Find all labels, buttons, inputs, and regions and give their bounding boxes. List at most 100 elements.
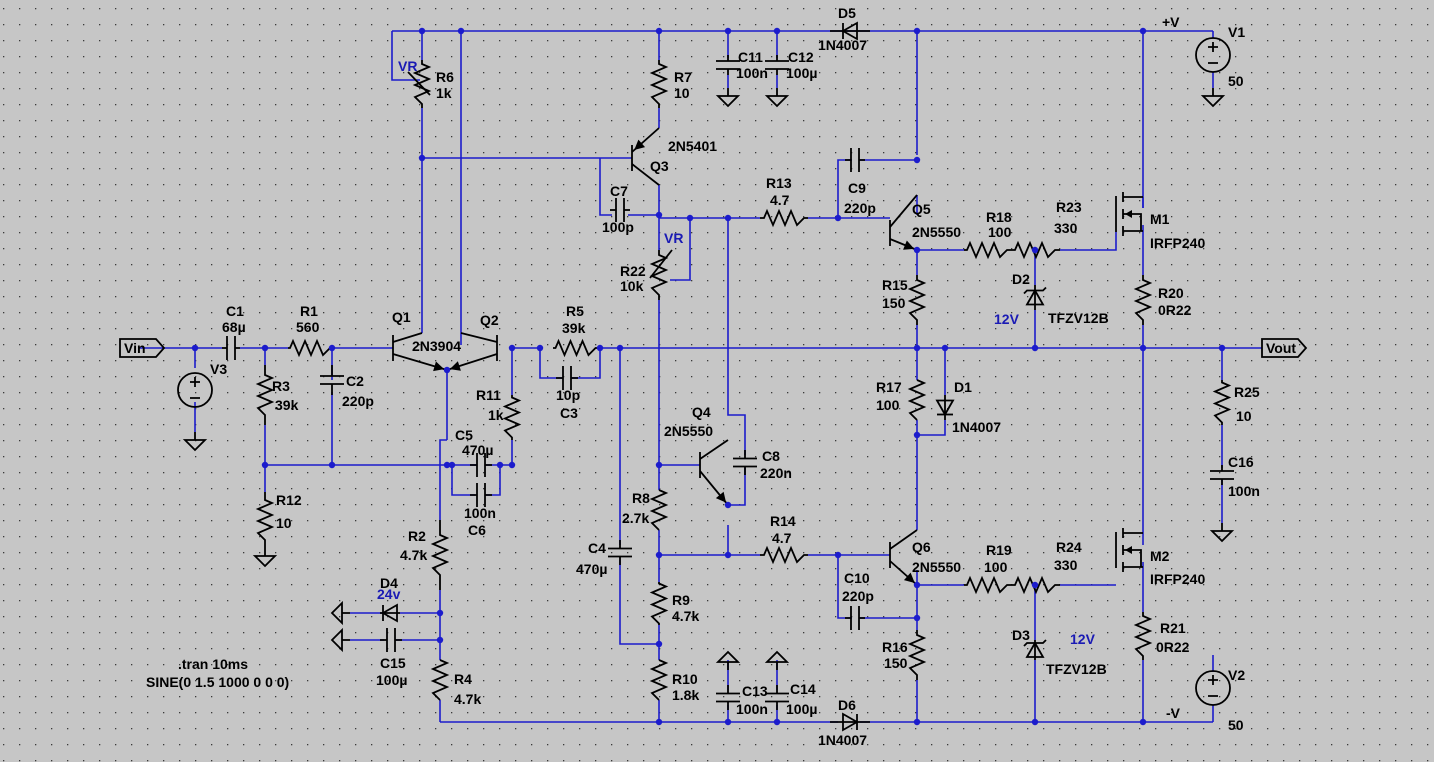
resistor-r3[interactable] bbox=[255, 365, 275, 425]
capacitor-c4[interactable] bbox=[608, 540, 632, 565]
capacitor-c6[interactable] bbox=[470, 483, 492, 507]
resistor-r25[interactable] bbox=[1212, 380, 1232, 425]
ground-c15[interactable] bbox=[330, 627, 350, 653]
resistor-r1[interactable] bbox=[288, 338, 332, 358]
label-v1-value: 50 bbox=[1228, 73, 1244, 89]
resistor-r19[interactable] bbox=[964, 575, 1010, 595]
ground-c16[interactable] bbox=[1209, 523, 1235, 543]
resistor-r10[interactable] bbox=[649, 659, 669, 701]
junction-dot bbox=[724, 501, 732, 509]
transistor-q3[interactable] bbox=[631, 127, 660, 186]
ground-c13[interactable] bbox=[715, 650, 741, 670]
label-c5-value: 470µ bbox=[462, 442, 493, 458]
ground-d4[interactable] bbox=[330, 600, 350, 626]
label-v2-ref: V2 bbox=[1228, 667, 1245, 683]
resistor-r13[interactable] bbox=[760, 208, 808, 228]
source-v1[interactable] bbox=[1195, 37, 1231, 73]
junction-dot bbox=[834, 551, 842, 559]
capacitor-c15[interactable] bbox=[380, 628, 402, 652]
zener-d4[interactable] bbox=[380, 603, 400, 623]
transistor-q1[interactable] bbox=[392, 332, 448, 372]
resistor-r5[interactable] bbox=[553, 338, 598, 358]
resistor-r2[interactable] bbox=[430, 520, 450, 590]
label-d5-value: 1N4007 bbox=[818, 37, 867, 53]
resistor-r21[interactable] bbox=[1133, 612, 1153, 660]
ground-c11[interactable] bbox=[715, 88, 741, 108]
label-c16-ref: C16 bbox=[1228, 454, 1254, 470]
net-label-vin[interactable] bbox=[119, 338, 166, 358]
source-v3[interactable] bbox=[177, 372, 213, 408]
label-v2-value: 50 bbox=[1228, 717, 1244, 733]
label-r4-ref: R4 bbox=[454, 671, 472, 687]
resistor-r15[interactable] bbox=[907, 275, 927, 325]
junction-dot bbox=[1031, 246, 1039, 254]
resistor-r20[interactable] bbox=[1133, 275, 1153, 325]
zener-d3[interactable] bbox=[1023, 639, 1047, 660]
resistor-r11[interactable] bbox=[502, 395, 522, 440]
label-r7-ref: R7 bbox=[674, 69, 692, 85]
resistor-r14[interactable] bbox=[760, 545, 808, 565]
resistor-r7[interactable] bbox=[649, 60, 669, 108]
capacitor-c10[interactable] bbox=[845, 606, 865, 630]
ground-c14[interactable] bbox=[764, 650, 790, 670]
capacitor-c5[interactable] bbox=[470, 453, 492, 477]
net-label-vout[interactable] bbox=[1261, 338, 1308, 358]
source-v2[interactable] bbox=[1195, 670, 1231, 706]
resistor-r6[interactable] bbox=[412, 60, 432, 108]
label-c2-ref: C2 bbox=[346, 373, 364, 389]
capacitor-c14[interactable] bbox=[765, 685, 789, 710]
transistor-q2[interactable] bbox=[446, 332, 498, 371]
capacitor-c13[interactable] bbox=[716, 685, 740, 710]
capacitor-c2[interactable] bbox=[320, 365, 344, 395]
resistor-r4[interactable] bbox=[430, 659, 450, 701]
label-q3-ref: Q3 bbox=[650, 158, 669, 174]
diode-d5[interactable] bbox=[830, 21, 870, 41]
mosfet-m1[interactable] bbox=[1115, 192, 1143, 236]
junction-dot bbox=[261, 461, 269, 469]
junction-dot bbox=[443, 461, 451, 469]
capacitor-c9[interactable] bbox=[845, 148, 865, 172]
resistor-r16[interactable] bbox=[907, 630, 927, 680]
junction-dot bbox=[773, 718, 781, 726]
ground-v1[interactable] bbox=[1200, 88, 1226, 108]
resistor-r18[interactable] bbox=[964, 240, 1010, 260]
ground-r12[interactable] bbox=[252, 548, 278, 568]
label-c16-value: 100n bbox=[1228, 483, 1260, 499]
resistor-r17[interactable] bbox=[907, 379, 927, 421]
resistor-r9[interactable] bbox=[649, 582, 669, 625]
pot-arrow-r22[interactable] bbox=[649, 249, 673, 279]
label-c1-value: 68µ bbox=[222, 319, 246, 335]
label-r16-value: 150 bbox=[884, 655, 908, 671]
diode-d6[interactable] bbox=[830, 712, 870, 732]
label-z2: 12V bbox=[1070, 631, 1096, 647]
label-c6-ref: C6 bbox=[468, 522, 486, 538]
ground-c12[interactable] bbox=[764, 88, 790, 108]
capacitor-c3[interactable] bbox=[556, 366, 578, 390]
capacitor-c16[interactable] bbox=[1210, 465, 1234, 485]
capacitor-c1[interactable] bbox=[222, 336, 240, 360]
label-r21-value: 0R22 bbox=[1156, 639, 1190, 655]
mosfet-m2[interactable] bbox=[1115, 528, 1143, 572]
junction-dot bbox=[1139, 718, 1147, 726]
transistor-q6[interactable] bbox=[889, 529, 918, 586]
pot-arrow-r6[interactable] bbox=[407, 71, 431, 96]
capacitor-c12[interactable] bbox=[765, 55, 789, 75]
resistor-r22[interactable] bbox=[649, 250, 669, 300]
junction-dot bbox=[508, 344, 516, 352]
label-r19-ref: R19 bbox=[986, 542, 1012, 558]
resistor-r8[interactable] bbox=[649, 489, 669, 531]
capacitor-c7[interactable] bbox=[610, 198, 630, 222]
capacitor-c8[interactable] bbox=[733, 450, 757, 475]
zener-d2[interactable] bbox=[1023, 285, 1047, 310]
label-c13-value: 100n bbox=[736, 701, 768, 717]
label-r7-value: 10 bbox=[674, 85, 690, 101]
resistor-r12[interactable] bbox=[255, 492, 275, 548]
ground-v3[interactable] bbox=[182, 432, 208, 452]
diode-d1[interactable] bbox=[935, 395, 955, 420]
capacitor-c11[interactable] bbox=[716, 55, 740, 75]
transistor-q5[interactable] bbox=[889, 194, 918, 251]
transistor-q4[interactable] bbox=[699, 439, 729, 506]
